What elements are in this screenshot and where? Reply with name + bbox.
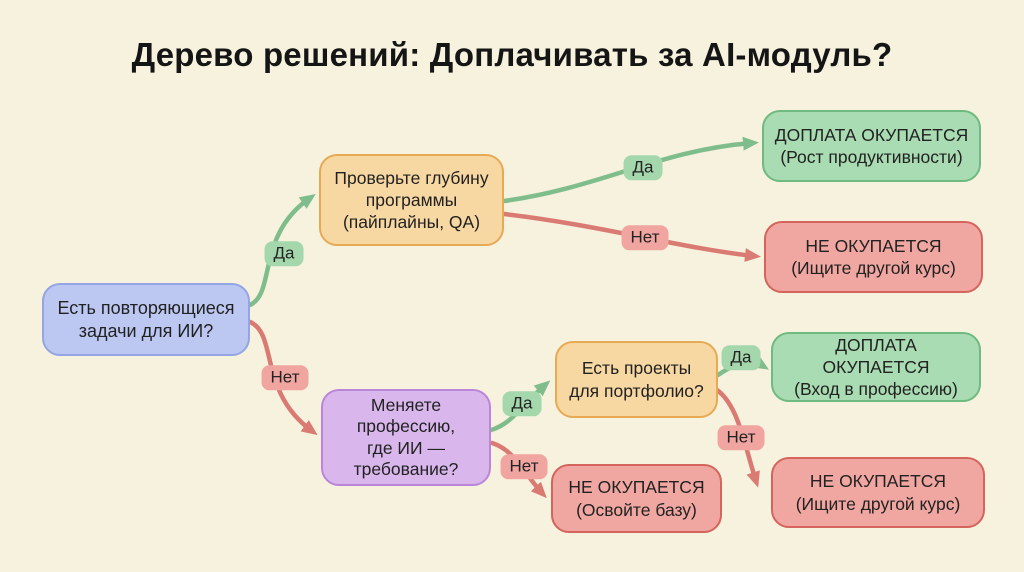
node-program-depth-question: Проверьте глубину программы (пайплайны, …	[319, 154, 504, 246]
node-career-change-question: Меняете профессию, где ИИ — требование?	[321, 389, 491, 486]
edge-label-yes-depth-payoff: Да	[623, 155, 663, 181]
edge-label-no-portfolio-nopayoff: Нет	[717, 425, 765, 451]
node-outcome-payoff-profession: ДОПЛАТА ОКУПАЕТСЯ (Вход в профессию)	[771, 332, 981, 402]
node-outcome-no-payoff-top: НЕ ОКУПАЕТСЯ (Ищите другой курс)	[764, 221, 983, 293]
edge-label-yes-portfolio-payoff: Да	[721, 345, 761, 371]
node-outcome-no-payoff-basics: НЕ ОКУПАЕТСЯ (Освойте базу)	[551, 464, 722, 533]
diagram-title: Дерево решений: Доплачивать за AI-модуль…	[131, 36, 893, 73]
edge-label-no-career-basics: Нет	[500, 454, 548, 480]
edge-label-yes-root-depth: Да	[264, 241, 304, 267]
node-outcome-payoff-productivity: ДОПЛАТА ОКУПАЕТСЯ (Рост продуктивности)	[762, 110, 981, 182]
edge-label-no-root-career: Нет	[261, 365, 309, 391]
edge-label-yes-career-portfolio: Да	[502, 391, 542, 417]
node-portfolio-question: Есть проекты для портфолио?	[555, 341, 718, 418]
edge-label-no-depth-nopayoff: Нет	[621, 225, 669, 251]
node-root-question: Есть повторяющиеся задачи для ИИ?	[42, 283, 250, 356]
node-outcome-no-payoff-bottom: НЕ ОКУПАЕТСЯ (Ищите другой курс)	[771, 457, 985, 528]
